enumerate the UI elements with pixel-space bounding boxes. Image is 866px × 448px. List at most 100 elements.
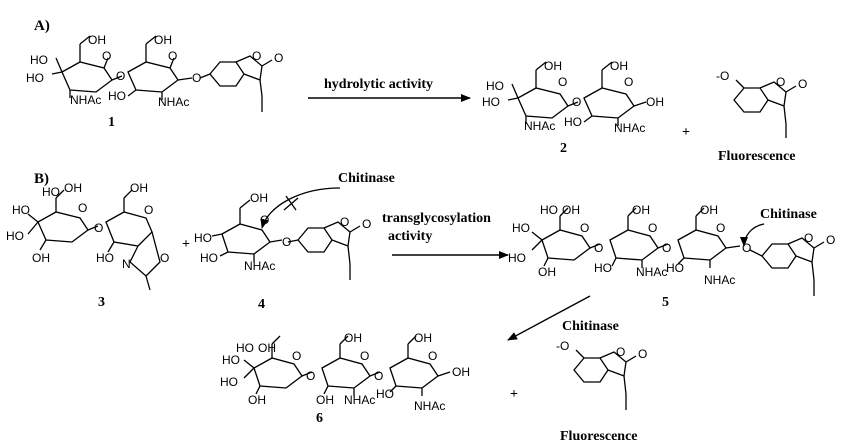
fluorescence-label-b: Fluorescence	[560, 429, 638, 444]
mu-product-a-structure	[733, 79, 797, 138]
compound-4-structure	[211, 199, 361, 280]
atom-label: O	[362, 217, 371, 231]
section-a-label: A)	[34, 18, 50, 34]
chitinase-attack-arrow	[740, 223, 765, 247]
atom-label: O	[648, 221, 657, 235]
compound-1-structure	[51, 35, 273, 112]
atom-label: HO	[42, 185, 60, 199]
atom-label: O	[78, 201, 87, 215]
compound-5-structure	[531, 207, 825, 296]
atom-label: HO	[200, 251, 218, 265]
compound-4-atoms: OH O HO HO NHAc O O O	[194, 191, 371, 273]
atom-label: OH	[32, 251, 50, 265]
atom-label: NHAc	[158, 95, 189, 109]
hydrolysis-arrow-lower	[507, 295, 591, 341]
mu-product-b-atoms: -O O O	[556, 339, 647, 361]
atom-label: HO	[564, 115, 582, 129]
compound-4-number: 4	[258, 297, 265, 312]
atom-label: HO	[666, 261, 684, 275]
atom-label: OH	[130, 181, 148, 195]
atom-label: HO	[486, 79, 504, 93]
compound-6-structure	[243, 335, 451, 396]
atom-label: HO	[108, 89, 126, 103]
atom-label: OH	[344, 331, 362, 345]
atom-label: OH	[64, 181, 82, 195]
atom-label: O	[192, 71, 201, 85]
atom-label: OH	[544, 59, 562, 73]
atom-label: O	[826, 233, 835, 247]
hydrolysis-arrow-label: hydrolytic activity	[324, 77, 433, 92]
atom-label: -O	[556, 339, 569, 353]
atom-label: O	[160, 251, 169, 265]
atom-label: O	[580, 221, 589, 235]
atom-label: O	[306, 369, 315, 383]
atom-label: HO	[222, 353, 240, 367]
atom-label: OH	[248, 393, 266, 407]
atom-label: O	[558, 75, 567, 89]
atom-label: -O	[716, 69, 729, 83]
atom-label: HO	[30, 53, 48, 67]
atom-label: HO	[194, 231, 212, 245]
atom-label: HO	[482, 95, 500, 109]
chitinase-blocked-arrow	[260, 187, 341, 229]
atom-label: HO	[508, 251, 526, 265]
atom-label: O	[292, 349, 301, 363]
mu-product-a-atoms: -O O O	[716, 69, 807, 91]
atom-label: O	[804, 231, 813, 245]
blocked-cross-icon	[283, 195, 299, 211]
transglycosylation-label-line2: activity	[388, 229, 432, 244]
atom-label: OH	[700, 203, 718, 217]
chitinase-label-top: Chitinase	[338, 171, 395, 186]
atom-label: OH	[632, 203, 650, 217]
chitinase-label-lower: Chitinase	[562, 319, 619, 334]
atom-label: HO	[220, 375, 238, 389]
compound-5-number: 5	[662, 295, 669, 310]
atom-label: OH	[538, 265, 556, 279]
atom-label: HO	[26, 71, 44, 85]
atom-label: OH	[316, 393, 334, 407]
compound-1-number: 1	[108, 115, 115, 130]
atom-label: O	[662, 241, 671, 255]
atom-label: NHAc	[244, 259, 275, 273]
atom-label: O	[572, 95, 581, 109]
compound-3-structure	[27, 189, 161, 291]
atom-label: O	[282, 235, 291, 249]
atom-label: N	[122, 257, 131, 271]
atom-label: O	[798, 77, 807, 91]
atom-label: O	[102, 49, 111, 63]
atom-label: O	[374, 369, 383, 383]
atom-label: NHAc	[70, 93, 101, 107]
atom-label: OH	[562, 203, 580, 217]
atom-label: NHAc	[704, 273, 735, 287]
compound-2-number: 2	[560, 141, 567, 156]
atom-label: OH	[154, 33, 172, 47]
atom-label: NHAc	[414, 399, 445, 413]
atom-label: OH	[88, 33, 106, 47]
atom-label: O	[716, 221, 725, 235]
atom-label: OH	[250, 191, 268, 205]
atom-label: HO	[540, 203, 558, 217]
mu-product-b-structure	[573, 349, 637, 410]
atom-label: O	[624, 75, 633, 89]
atom-label: HO	[12, 203, 30, 217]
plus-sign: +	[510, 387, 518, 402]
compound-2-structure	[507, 61, 647, 126]
atom-label: O	[168, 49, 177, 63]
atom-label: HO	[96, 251, 114, 265]
compound-3-number: 3	[98, 295, 105, 310]
atom-label: O	[252, 49, 261, 63]
atom-label: O	[144, 203, 153, 217]
atom-label: O	[340, 215, 349, 229]
compound-2-atoms: OH HO HO O NHAc O OH O HO NHAc OH	[482, 59, 664, 135]
atom-label: O	[742, 241, 751, 255]
compound-6-number: 6	[316, 411, 323, 426]
atom-label: O	[274, 51, 283, 65]
compound-6-atoms: HO OH HO HO OH O O OH O OH NHAc O OH O H…	[220, 331, 470, 413]
atom-label: O	[776, 75, 785, 89]
atom-label: O	[616, 345, 625, 359]
plus-sign: +	[682, 125, 690, 140]
atom-label: OH	[610, 59, 628, 73]
atom-label: OH	[414, 331, 432, 345]
atom-label: O	[594, 241, 603, 255]
compound-3-atoms: HO OH HO HO OH O O OH O HO N O	[6, 181, 169, 271]
